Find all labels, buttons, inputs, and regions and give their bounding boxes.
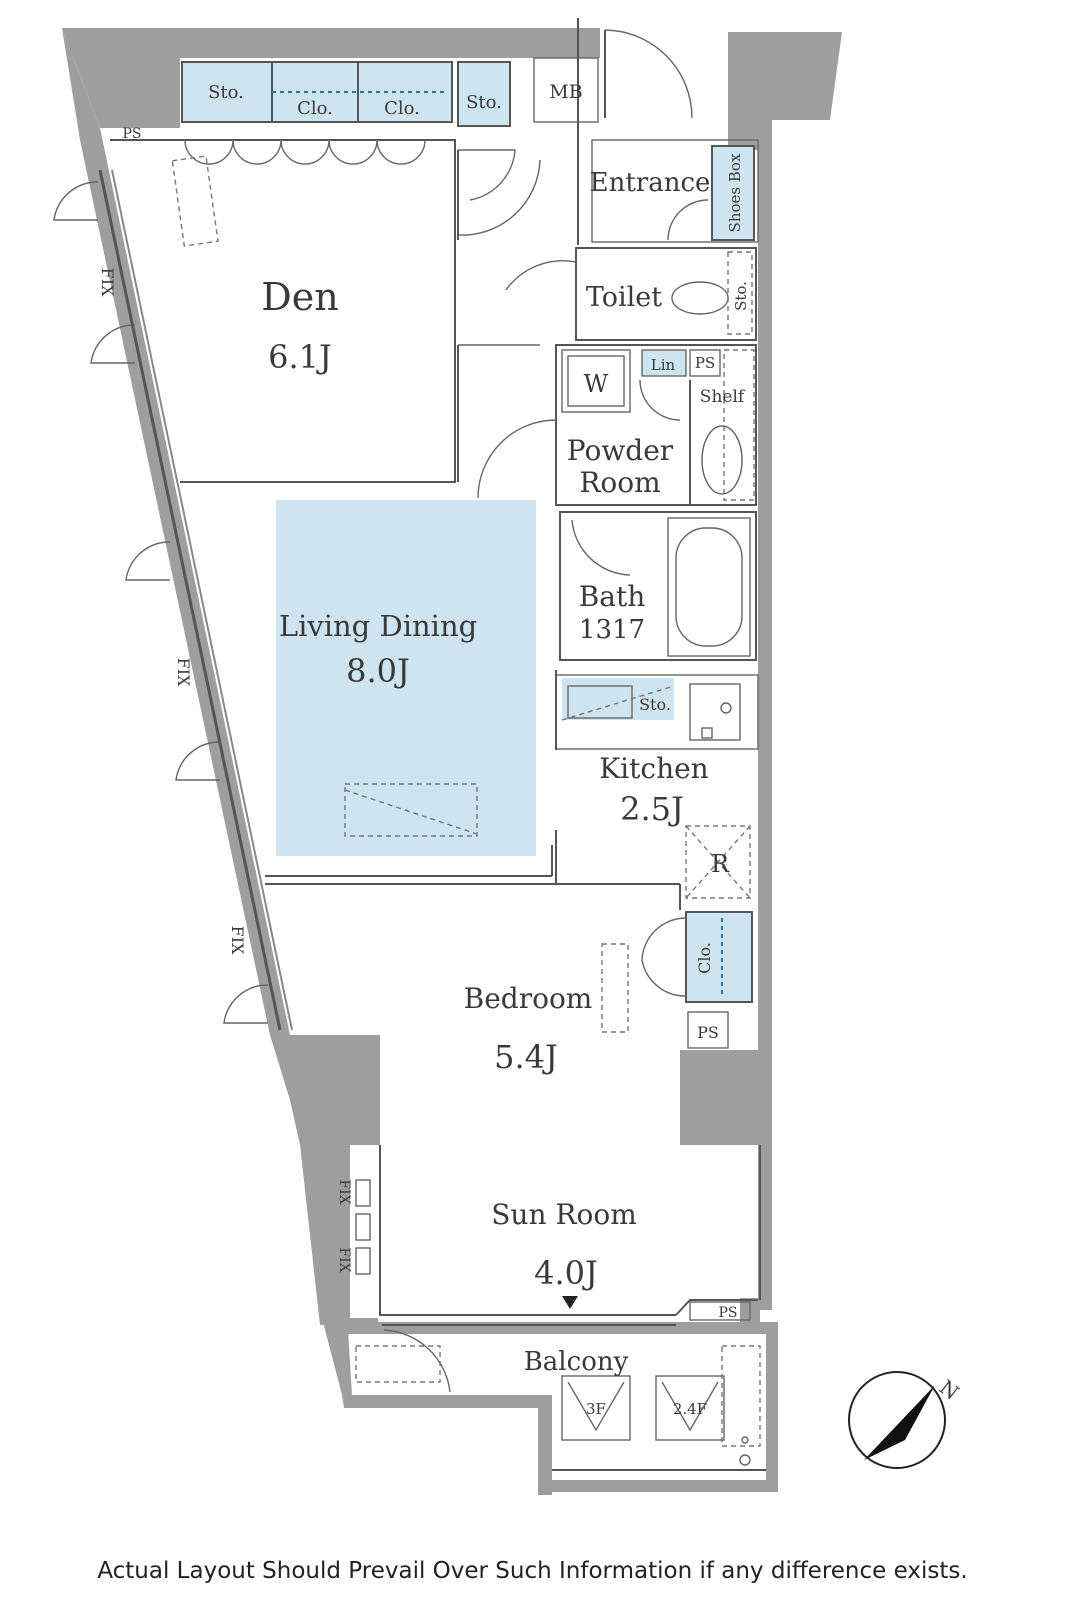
sto-label-2: Sto. xyxy=(466,92,502,113)
labels: Den 6.1J Living Dining 8.0J Kitchen 2.5J… xyxy=(98,81,750,1418)
den-size: 6.1J xyxy=(268,338,332,376)
lin-label: Lin xyxy=(651,356,676,374)
compass: N xyxy=(848,1371,964,1469)
shelf-label: Shelf xyxy=(700,387,746,407)
ps-label-powder: PS xyxy=(695,354,715,372)
fridge-label: R xyxy=(711,850,730,878)
sto-label-1: Sto. xyxy=(208,82,244,103)
toilet-label: Toilet xyxy=(586,282,662,313)
fix-mark-2: FIX xyxy=(174,658,193,687)
washer-label: W xyxy=(584,370,609,398)
fix-mark-4: FIX xyxy=(336,1179,352,1204)
sunroom-name: Sun Room xyxy=(491,1198,637,1231)
compass-north-label: N xyxy=(935,1375,964,1405)
ps-label-sunroom: PS xyxy=(718,1305,737,1321)
sunroom-size: 4.0J xyxy=(534,1254,598,1292)
clo-label-2: Clo. xyxy=(384,98,420,119)
floor-plan: N Den 6.1J Living Dining 8.0J Kitchen 2.… xyxy=(53,18,964,1495)
ps-label-top: PS xyxy=(122,126,141,142)
bedroom-name: Bedroom xyxy=(464,982,593,1015)
den-name: Den xyxy=(261,275,338,319)
living-name: Living Dining xyxy=(279,609,477,643)
powder-label-2: Room xyxy=(579,466,660,499)
ps-label-bedroom: PS xyxy=(697,1023,719,1042)
sto-label-toilet: Sto. xyxy=(732,281,750,311)
balcony-label: Balcony xyxy=(524,1347,629,1377)
powder-label-1: Powder xyxy=(567,434,674,467)
shoes-box-label: Shoes Box xyxy=(726,153,744,232)
balcony-unit-a: 3F xyxy=(586,1400,606,1418)
kitchen-name: Kitchen xyxy=(599,752,708,785)
bath-size: 1317 xyxy=(579,615,645,645)
fix-mark-5: FIX xyxy=(336,1247,352,1272)
living-size: 8.0J xyxy=(346,652,410,690)
clo-label-bedroom: Clo. xyxy=(695,942,714,974)
disclaimer-text: Actual Layout Should Prevail Over Such I… xyxy=(97,1558,968,1584)
fix-mark-3: FIX xyxy=(228,926,247,955)
sto-label-kitchen: Sto. xyxy=(639,695,671,714)
balcony-unit-b: 2.4F xyxy=(673,1400,707,1418)
kitchen-size: 2.5J xyxy=(620,790,684,828)
mb-label: MB xyxy=(549,81,582,103)
bedroom-size: 5.4J xyxy=(494,1038,558,1076)
room-outlines xyxy=(53,18,766,1471)
fix-mark-1: FIX xyxy=(98,268,117,297)
clo-label-1: Clo. xyxy=(297,98,333,119)
entrance-label: Entrance xyxy=(590,168,711,198)
top-storage xyxy=(181,57,599,127)
bath-name: Bath xyxy=(579,580,646,613)
